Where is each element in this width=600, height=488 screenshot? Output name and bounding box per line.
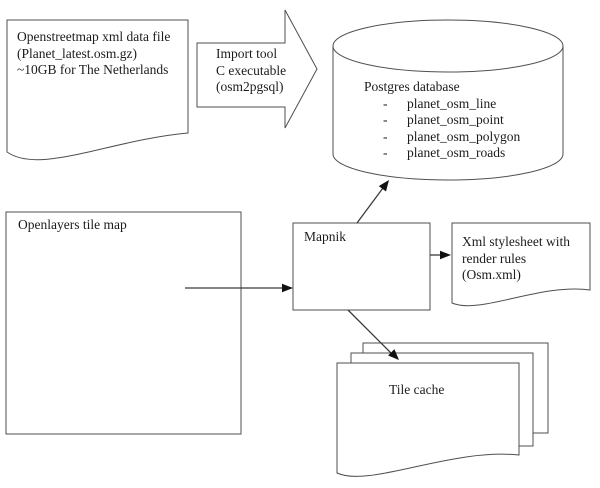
bullet-dash: - [383,112,388,127]
postgres-cylinder-body [332,46,564,181]
arrowhead-up-icon [378,180,389,192]
import-tool-block-arrow-shape [196,9,318,129]
tile-cache-front-sheet [336,362,520,477]
mapnik-box-shape [292,222,431,311]
tile-cache-label: Tile cache [389,382,445,397]
postgres-table-row: - planet_osm_point [364,112,520,129]
postgres-table-name: planet_osm_roads [407,145,506,160]
bullet-dash: - [383,95,388,111]
arrow-openlayers-to-mapnik [185,283,293,293]
arrow-mapnik-to-postgres [356,180,389,224]
arrowhead-right-icon [440,250,451,260]
osm-file-document-shape [6,19,189,161]
osm-file-line-1: Openstreetmap xml data file [17,29,171,44]
arrow-mapnik-to-stylesheet [430,250,451,260]
postgres-table-row: - planet_osm_roads [364,145,520,162]
mapnik-label: Mapnik [304,229,346,244]
osm-file-line-2: (Planet_latest.osm.gz) [17,45,137,61]
postgres-cylinder-top [332,19,564,73]
arrow-mapnik-to-tilecache [347,309,399,360]
openlayers-box-shape [5,211,242,435]
postgres-table-name: planet_osm_point [407,112,504,127]
import-tool-line-3: (osm2pgsql) [216,79,284,94]
postgres-title: Postgres database [364,79,460,94]
bullet-dash: - [383,145,388,160]
arrowhead-down-icon [388,349,399,360]
import-tool-label: Import tool C executable (osm2pgsql) [216,46,286,96]
postgres-table-name: planet_osm_polygon [407,128,521,144]
postgres-cylinder-shape [332,19,564,181]
openlayers-label: Openlayers tile map [18,217,127,232]
stylesheet-label: Xml stylesheet with render rules (Osm.xm… [462,234,570,284]
import-tool-line-1: Import tool [216,46,278,61]
stylesheet-document-shape [451,222,591,307]
postgres-table-row: - planet_osm_line [364,96,520,113]
osm-file-line-3: ~10GB for The Netherlands [17,62,169,77]
stylesheet-line-3: (Osm.xml) [462,267,521,282]
bullet-dash: - [383,128,388,144]
postgres-label: Postgres database - planet_osm_line - plan… [364,79,520,162]
stylesheet-line-1: Xml stylesheet with [462,234,570,249]
osm-file-label: Openstreetmap xml data file (Planet_late… [17,29,170,79]
arrowhead-right-icon [282,283,293,293]
import-tool-line-2: C executable [216,62,287,78]
postgres-table-name: planet_osm_line [407,95,497,111]
tile-cache-stack-shape [336,342,549,477]
postgres-table-row: - planet_osm_polygon [364,129,520,146]
stylesheet-line-2: render rules [462,250,527,266]
